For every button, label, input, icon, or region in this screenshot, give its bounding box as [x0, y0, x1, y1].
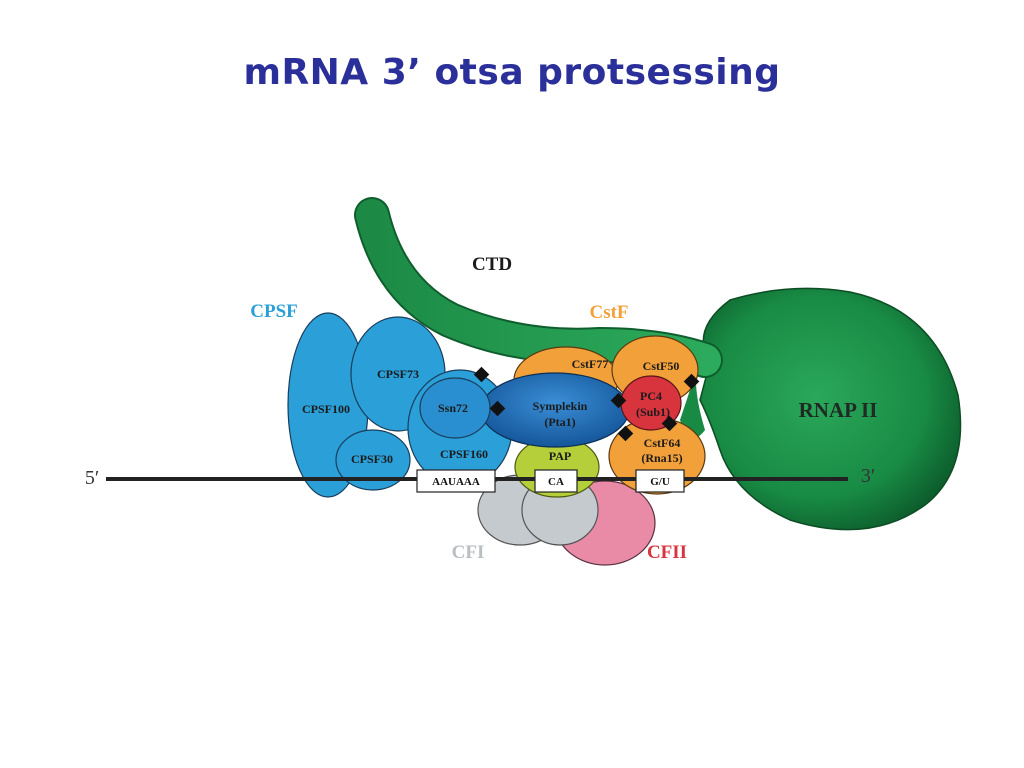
cstf-complex: CstF77 CstF50 CstF64 (Rna15) — [513, 335, 706, 495]
cstf50-label: CstF50 — [643, 359, 680, 373]
pc4-label-1: PC4 — [640, 389, 662, 403]
ca-label: CA — [548, 476, 564, 488]
pc4-label-2: (Sub1) — [636, 405, 670, 419]
cpsf73-label: CPSF73 — [377, 367, 419, 381]
slide-title: mRNA 3’ otsa protsessing — [243, 52, 781, 93]
cpsf30-label: CPSF30 — [351, 452, 393, 466]
cpsf30 — [335, 429, 411, 491]
ca-box: CA — [534, 469, 578, 493]
cfii-label: CFII — [647, 542, 687, 563]
three-prime-label: 3′ — [861, 465, 875, 487]
gu-box: G/U — [635, 469, 685, 493]
ssn72 — [419, 377, 491, 439]
cpsf100-label: CPSF100 — [302, 402, 350, 416]
cstf64-label-1: CstF64 — [644, 436, 681, 450]
five-prime-label: 5′ — [85, 467, 99, 489]
rnap-ii: RNAP II — [680, 287, 962, 531]
symplekin-label-1: Symplekin — [533, 399, 588, 413]
symplekin-label-2: (Pta1) — [544, 415, 575, 429]
aauaaa-box: AAUAAA — [416, 469, 496, 493]
ssn72-label: Ssn72 — [438, 401, 468, 415]
cstf-label: CstF — [589, 302, 628, 323]
cstf64-label-2: (Rna15) — [641, 451, 682, 465]
pap-label: PAP — [549, 449, 571, 463]
gu-label: G/U — [650, 476, 670, 488]
cpsf-label: CPSF — [250, 301, 298, 322]
cfi-label: CFI — [452, 542, 485, 563]
cstf77-label: CstF77 — [572, 357, 609, 371]
ctd-label: CTD — [472, 254, 512, 275]
rnap-ii-label: RNAP II — [799, 398, 878, 422]
cpsf160-label: CPSF160 — [440, 447, 488, 461]
aauaaa-label: AAUAAA — [432, 476, 480, 488]
